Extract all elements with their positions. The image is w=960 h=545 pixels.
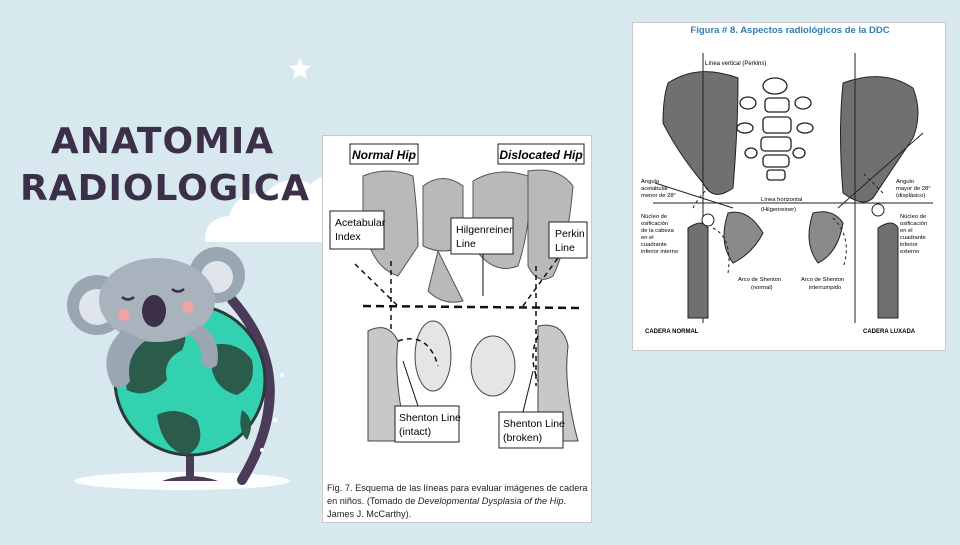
label-nucleo-l-3: de la cabeza [641, 228, 675, 234]
label-nucleo-l-6: inferior interno [641, 249, 678, 255]
label-index: Index [335, 231, 361, 243]
label-acetabular: Acetabular [335, 217, 386, 229]
label-nucleo-r-2: osificación [900, 221, 927, 227]
label-normal-hip: Normal Hip [352, 148, 416, 162]
label-angulo-acetabular: acetabular [641, 186, 668, 192]
caption-line-2: en niños. (Tomado de Developmental Dyspl… [327, 496, 567, 506]
label-nucleo-r-3: en el [900, 228, 913, 234]
label-shenton-intact: Shenton Line [399, 412, 461, 424]
label-nucleo-l-2: osificación [641, 221, 668, 227]
label-nucleo-l-4: en el [641, 235, 654, 241]
label-nucleo-r-6: externo [900, 249, 919, 255]
figure-8-title: Figura # 8. Aspectos radiológicos de la … [690, 25, 890, 36]
label-cadera-luxada: CADERA LUXADA [863, 329, 916, 335]
label-arco-interrumpido-2: interrumpido [809, 285, 841, 291]
title-line-1: ANATOMIA [50, 121, 275, 162]
label-nucleo-l-5: cuadrante [641, 242, 667, 248]
label-nucleo-r-4: cuadrante [900, 235, 926, 241]
label-hilgenreiner: Hilgenreiner [456, 224, 513, 236]
globe [113, 303, 267, 457]
label-perkin: Perkin [555, 228, 585, 240]
page-title: ANATOMIA RADIOLOGICA [20, 118, 310, 212]
label-menor-28: menor de 28° [641, 193, 676, 199]
label-vertical-line: Línea vertical (Perkins) [705, 61, 766, 67]
pelvis-drawing [662, 71, 919, 203]
label-mayor-28: mayor de 28° [896, 186, 931, 192]
caption-line-3: James J. McCarthy). [327, 509, 412, 519]
star-icon [289, 58, 311, 79]
label-displasico: (displásico) [896, 193, 925, 199]
cloud-icon [205, 176, 331, 242]
label-hilgenreiner-line: Line [456, 238, 476, 250]
figure-8-card: Línea vertical (Perkins) Angulo acetabul… [632, 22, 946, 351]
hip-lines-diagram: Normal Hip Dislocated Hip Aceta [329, 143, 588, 449]
koala [67, 247, 245, 389]
ddc-radiology-diagram: Línea vertical (Perkins) Angulo acetabul… [641, 53, 933, 335]
label-hilgenreiner: (Hilgenreiner) [761, 207, 796, 213]
figure-7-card: Normal Hip Dislocated Hip Aceta [322, 135, 592, 523]
femur-drawing [687, 211, 899, 319]
label-shenton-broken: Shenton Line [503, 418, 565, 430]
label-dislocated-hip: Dislocated Hip [499, 148, 582, 162]
label-perkin-line: Line [555, 242, 575, 254]
label-angulo-menor: Angulo [641, 179, 659, 185]
label-nucleo-r-1: Núcleo de [900, 214, 926, 220]
title-line-2: RADIOLOGICA [20, 168, 310, 209]
figure-7-caption: Fig. 7. Esquema de las líneas para evalu… [327, 482, 589, 521]
label-nucleo-l-1: Núcleo de [641, 214, 667, 220]
koala-globe-illustration [67, 247, 290, 490]
label-broken: (broken) [503, 432, 542, 444]
label-angulo-mayor: Angulo [896, 179, 914, 185]
label-arco-normal: Arco de Shenton [738, 277, 781, 283]
label-linea-horizontal: Línea horizontal [761, 197, 802, 203]
sacrum-drawing [736, 77, 814, 181]
caption-line-1: Fig. 7. Esquema de las líneas para evalu… [327, 483, 588, 493]
label-arco-interrumpido: Arco de Shenton [801, 277, 844, 283]
label-nucleo-r-5: inferior [900, 242, 918, 248]
label-arco-normal-2: (normal) [751, 285, 773, 291]
label-intact: (intact) [399, 426, 431, 438]
label-cadera-normal: CADERA NORMAL [645, 329, 699, 335]
